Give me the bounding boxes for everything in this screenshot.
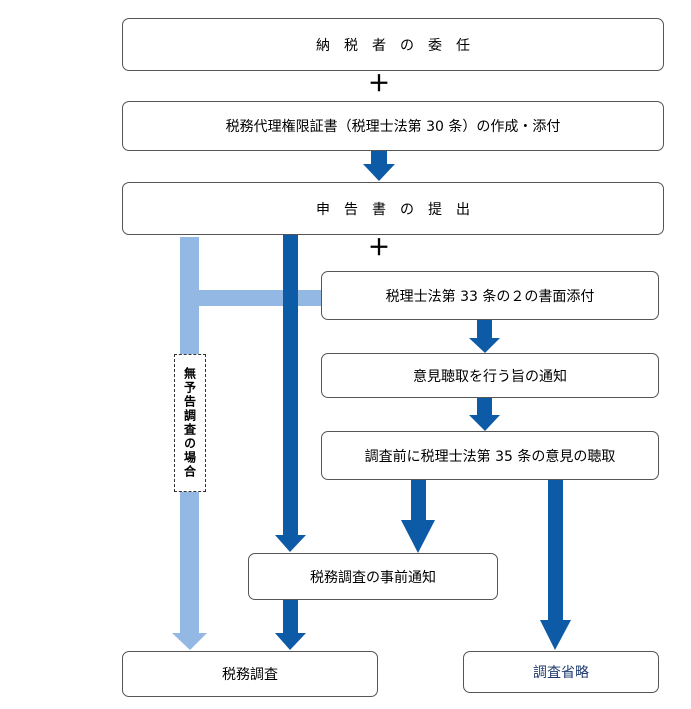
box-audit: 税務調査	[122, 651, 378, 697]
box-filing: 申 告 書 の 提 出	[122, 182, 664, 235]
arrow-art33-to-notice	[469, 320, 500, 353]
box-art33: 税理士法第 33 条の２の書面添付	[321, 271, 659, 320]
plus-sign-1: ＋	[368, 72, 391, 97]
notice-opinion-label: 意見聴取を行う旨の通知	[413, 368, 567, 385]
arrow-notice-to-hearing	[469, 398, 500, 431]
no-notice-side-label: 無予告調査の場合	[174, 354, 206, 492]
arrow-filing-to-prior-notice	[275, 235, 306, 552]
hearing-label: 調査前に税理士法第 35 条の意見の聴取	[364, 448, 616, 465]
art33-label: 税理士法第 33 条の２の書面添付	[385, 288, 595, 305]
plus-sign-2: ＋	[368, 236, 391, 261]
arrow-hearing-to-omitted	[540, 480, 571, 650]
audit-label: 税務調査	[222, 667, 278, 683]
filing-label: 申 告 書 の 提 出	[316, 201, 470, 218]
arrow-prior-notice-to-audit	[275, 600, 306, 650]
prior-notice-label: 税務調査の事前通知	[310, 569, 436, 586]
box-entrust: 納 税 者 の 委 任	[122, 18, 664, 71]
box-hearing: 調査前に税理士法第 35 条の意見の聴取	[321, 431, 659, 480]
box-certificate: 税務代理権限証書（税理士法第 30 条）の作成・添付	[122, 101, 664, 151]
box-notice-opinion: 意見聴取を行う旨の通知	[321, 353, 659, 398]
no-notice-branch-bar	[199, 290, 321, 306]
arrow-certificate-to-filing	[363, 151, 395, 181]
box-omitted: 調査省略	[463, 651, 659, 693]
entrust-label: 納 税 者 の 委 任	[316, 37, 470, 54]
box-prior-notice: 税務調査の事前通知	[248, 553, 498, 600]
arrow-hearing-to-prior-notice	[401, 480, 435, 553]
certificate-label: 税務代理権限証書（税理士法第 30 条）の作成・添付	[225, 119, 561, 135]
no-notice-arrowhead	[172, 633, 207, 650]
omitted-label: 調査省略	[533, 665, 589, 681]
